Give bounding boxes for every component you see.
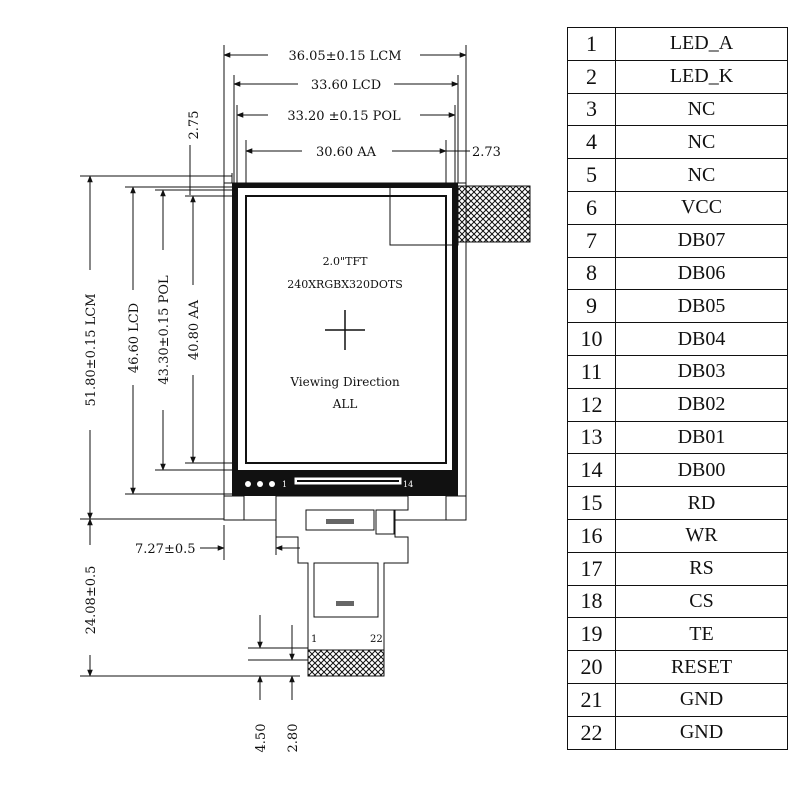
pin-number: 2 <box>567 59 616 94</box>
fpc-cable <box>275 495 409 677</box>
top-dimension-lines <box>223 52 470 183</box>
pin-signal: DB07 <box>615 223 788 258</box>
dim-pol-height: 43.30±0.15 POL <box>157 275 172 385</box>
lcd-pin-first: 1 <box>282 480 287 489</box>
dim-pitch-a: 4.50 <box>254 724 269 753</box>
dim-lcd-height: 46.60 LCD <box>127 303 142 373</box>
fpc-pin-first: 1 <box>311 634 317 645</box>
dim-left-offset: 2.75 <box>187 111 202 140</box>
pin-signal: RESET <box>615 650 788 684</box>
dim-aa-width: 30.60 AA <box>316 145 377 160</box>
pin-number: 3 <box>567 92 616 127</box>
fpc-pin-last: 22 <box>370 634 383 645</box>
bottom-dimension-lines <box>200 520 308 700</box>
viewing-direction-value: ALL <box>332 397 358 411</box>
pin-number: 12 <box>567 387 616 422</box>
pin-number: 22 <box>567 715 616 750</box>
viewing-direction-label: Viewing Direction <box>289 375 400 389</box>
pin-number: 19 <box>567 617 616 652</box>
pin-signal: DB04 <box>615 322 788 356</box>
mechanical-drawing: 36.05±0.15 LCM 33.60 LCD 33.20 ±0.15 POL… <box>80 45 531 753</box>
pin-signal: LED_A <box>615 27 788 61</box>
pin-signal: LED_K <box>615 59 788 94</box>
dim-lcm-width: 36.05±0.15 LCM <box>288 49 401 64</box>
dim-lcd-width: 33.60 LCD <box>311 78 381 93</box>
dim-aa-height: 40.80 AA <box>187 299 202 360</box>
dim-pol-width: 33.20 ±0.15 POL <box>287 109 401 124</box>
pin-signal: GND <box>615 715 788 750</box>
pin-signal: DB05 <box>615 289 788 324</box>
side-tabs <box>223 495 467 521</box>
pin-signal: NC <box>615 92 788 127</box>
pin-signal: DB00 <box>615 453 788 488</box>
pin-number: 1 <box>567 27 616 61</box>
dim-fpc-length: 24.08±0.5 <box>84 566 99 635</box>
pin-number: 4 <box>567 125 616 160</box>
pin-number: 11 <box>567 354 616 389</box>
center-crosshair <box>325 310 365 350</box>
lcd-pin-last: 14 <box>403 480 413 489</box>
pin-number: 20 <box>567 650 616 684</box>
pin-number: 14 <box>567 453 616 488</box>
pin-signal: CS <box>615 584 788 619</box>
pin-number: 15 <box>567 486 616 520</box>
side-dimension-lines <box>87 175 196 677</box>
pin-signal: DB02 <box>615 387 788 422</box>
dim-lcm-height: 51.80±0.15 LCM <box>84 293 99 406</box>
pin-number: 13 <box>567 420 616 455</box>
pin-number: 6 <box>567 190 616 225</box>
pin-number: 16 <box>567 518 616 553</box>
screen-size-label: 2.0"TFT <box>323 255 369 268</box>
pin-signal: RS <box>615 551 788 586</box>
pin-signal: TE <box>615 617 788 652</box>
pin-signal: VCC <box>615 190 788 225</box>
pin-signal: RD <box>615 486 788 520</box>
pin-signal: DB01 <box>615 420 788 455</box>
dim-right-offset: 2.73 <box>472 145 501 160</box>
lcm-outline <box>223 182 467 521</box>
pin-signal: DB03 <box>615 354 788 389</box>
pin-number: 21 <box>567 682 616 717</box>
pin-number: 7 <box>567 223 616 258</box>
hatched-area <box>457 185 531 243</box>
dim-pitch-b: 2.80 <box>286 724 301 753</box>
pin-number: 17 <box>567 551 616 586</box>
pin-signal: NC <box>615 125 788 160</box>
pin-number: 8 <box>567 256 616 291</box>
screen-resolution-label: 240XRGBX320DOTS <box>287 278 403 291</box>
pin-number: 18 <box>567 584 616 619</box>
pin-signal: DB06 <box>615 256 788 291</box>
pin-number: 9 <box>567 289 616 324</box>
pin-number: 5 <box>567 158 616 192</box>
pin-signal: WR <box>615 518 788 553</box>
dim-fpc-offset: 7.27±0.5 <box>135 542 196 557</box>
pin-signal: GND <box>615 682 788 717</box>
pin-number: 10 <box>567 322 616 356</box>
pin-signal: NC <box>615 158 788 192</box>
